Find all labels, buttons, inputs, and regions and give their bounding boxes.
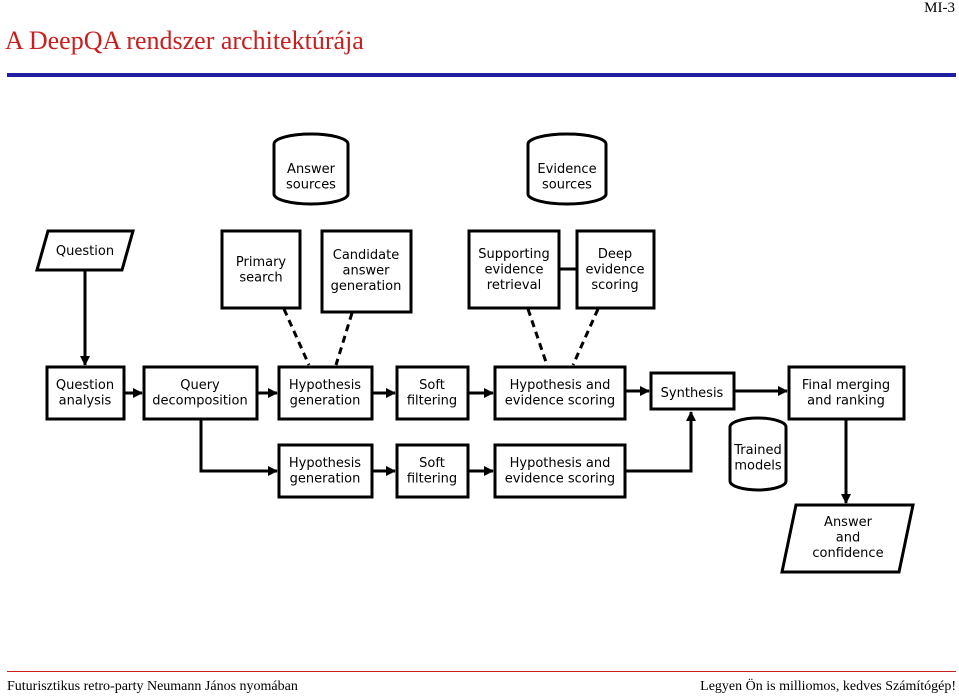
scoring2-to-synthesis-arrow [625,411,696,473]
footer-left-text: Futurisztikus retro-party Neumann János … [7,679,298,694]
label-line: Hypothesis and [510,456,611,471]
label-line: Candidate [333,248,399,263]
label-line: and [836,531,860,546]
question-input: Question [35,229,135,272]
supporting-to-scoring-dashed [526,308,549,366]
synthesis-box: Synthesis [649,371,736,411]
footer-rule [7,671,956,672]
label-line: generation [290,394,361,409]
label-line: Answer [287,162,336,177]
label-line: evidence scoring [505,472,615,487]
label-line: filtering [407,472,457,487]
label-line: filtering [407,394,457,409]
label-line: evidence scoring [505,394,615,409]
label-line: Query [180,378,220,393]
label-line: Deep [598,247,632,262]
label-line: evidence [485,263,544,278]
question-label: Question [56,244,114,259]
label-line: Hypothesis [289,378,361,393]
label-line: Hypothesis and [510,378,611,393]
label-line: sources [286,178,336,193]
solid-connectors [80,267,851,504]
label-line: Answer [824,515,873,530]
label-line: analysis [59,394,112,409]
label-line: evidence [586,263,645,278]
label-line: and ranking [807,394,885,409]
label-line: generation [331,279,402,294]
label-line: retrieval [487,278,541,293]
label-line: answer [343,264,391,279]
label-line: search [239,271,282,286]
title-rule [7,73,956,77]
label-line: scoring [591,278,638,293]
label-line: generation [290,472,361,487]
label-line: Soft [419,456,445,471]
label-line: Question [56,378,114,393]
dashed-connectors [282,308,600,366]
candidate-to-hypothesis-dashed [334,312,354,366]
label-line: Synthesis [661,386,724,401]
label-line: Hypothesis [289,456,361,471]
label-line: models [734,459,781,474]
label-line: Soft [419,378,445,393]
primary-search-to-hypothesis-dashed [282,308,311,366]
label-line: sources [542,178,592,193]
label-line: confidence [812,546,883,561]
label-line: Final merging [802,378,890,393]
label-line: Evidence [537,162,596,177]
decomposition-to-branch2-arrow [199,419,278,476]
label-line: Trained [733,443,781,458]
label-line: Question [56,244,114,259]
slide-title: A DeepQA rendszer architektúrája [5,26,364,55]
footer-right-text: Legyen Ön is milliomos, kedves Számítógé… [700,679,956,694]
deep-to-scoring-dashed [571,308,600,366]
label-line: Primary [236,255,287,270]
label-line: decomposition [152,394,248,409]
synthesis-label: Synthesis [661,386,724,401]
label-line: Supporting [478,247,550,262]
slide-number: MI-3 [924,0,955,16]
